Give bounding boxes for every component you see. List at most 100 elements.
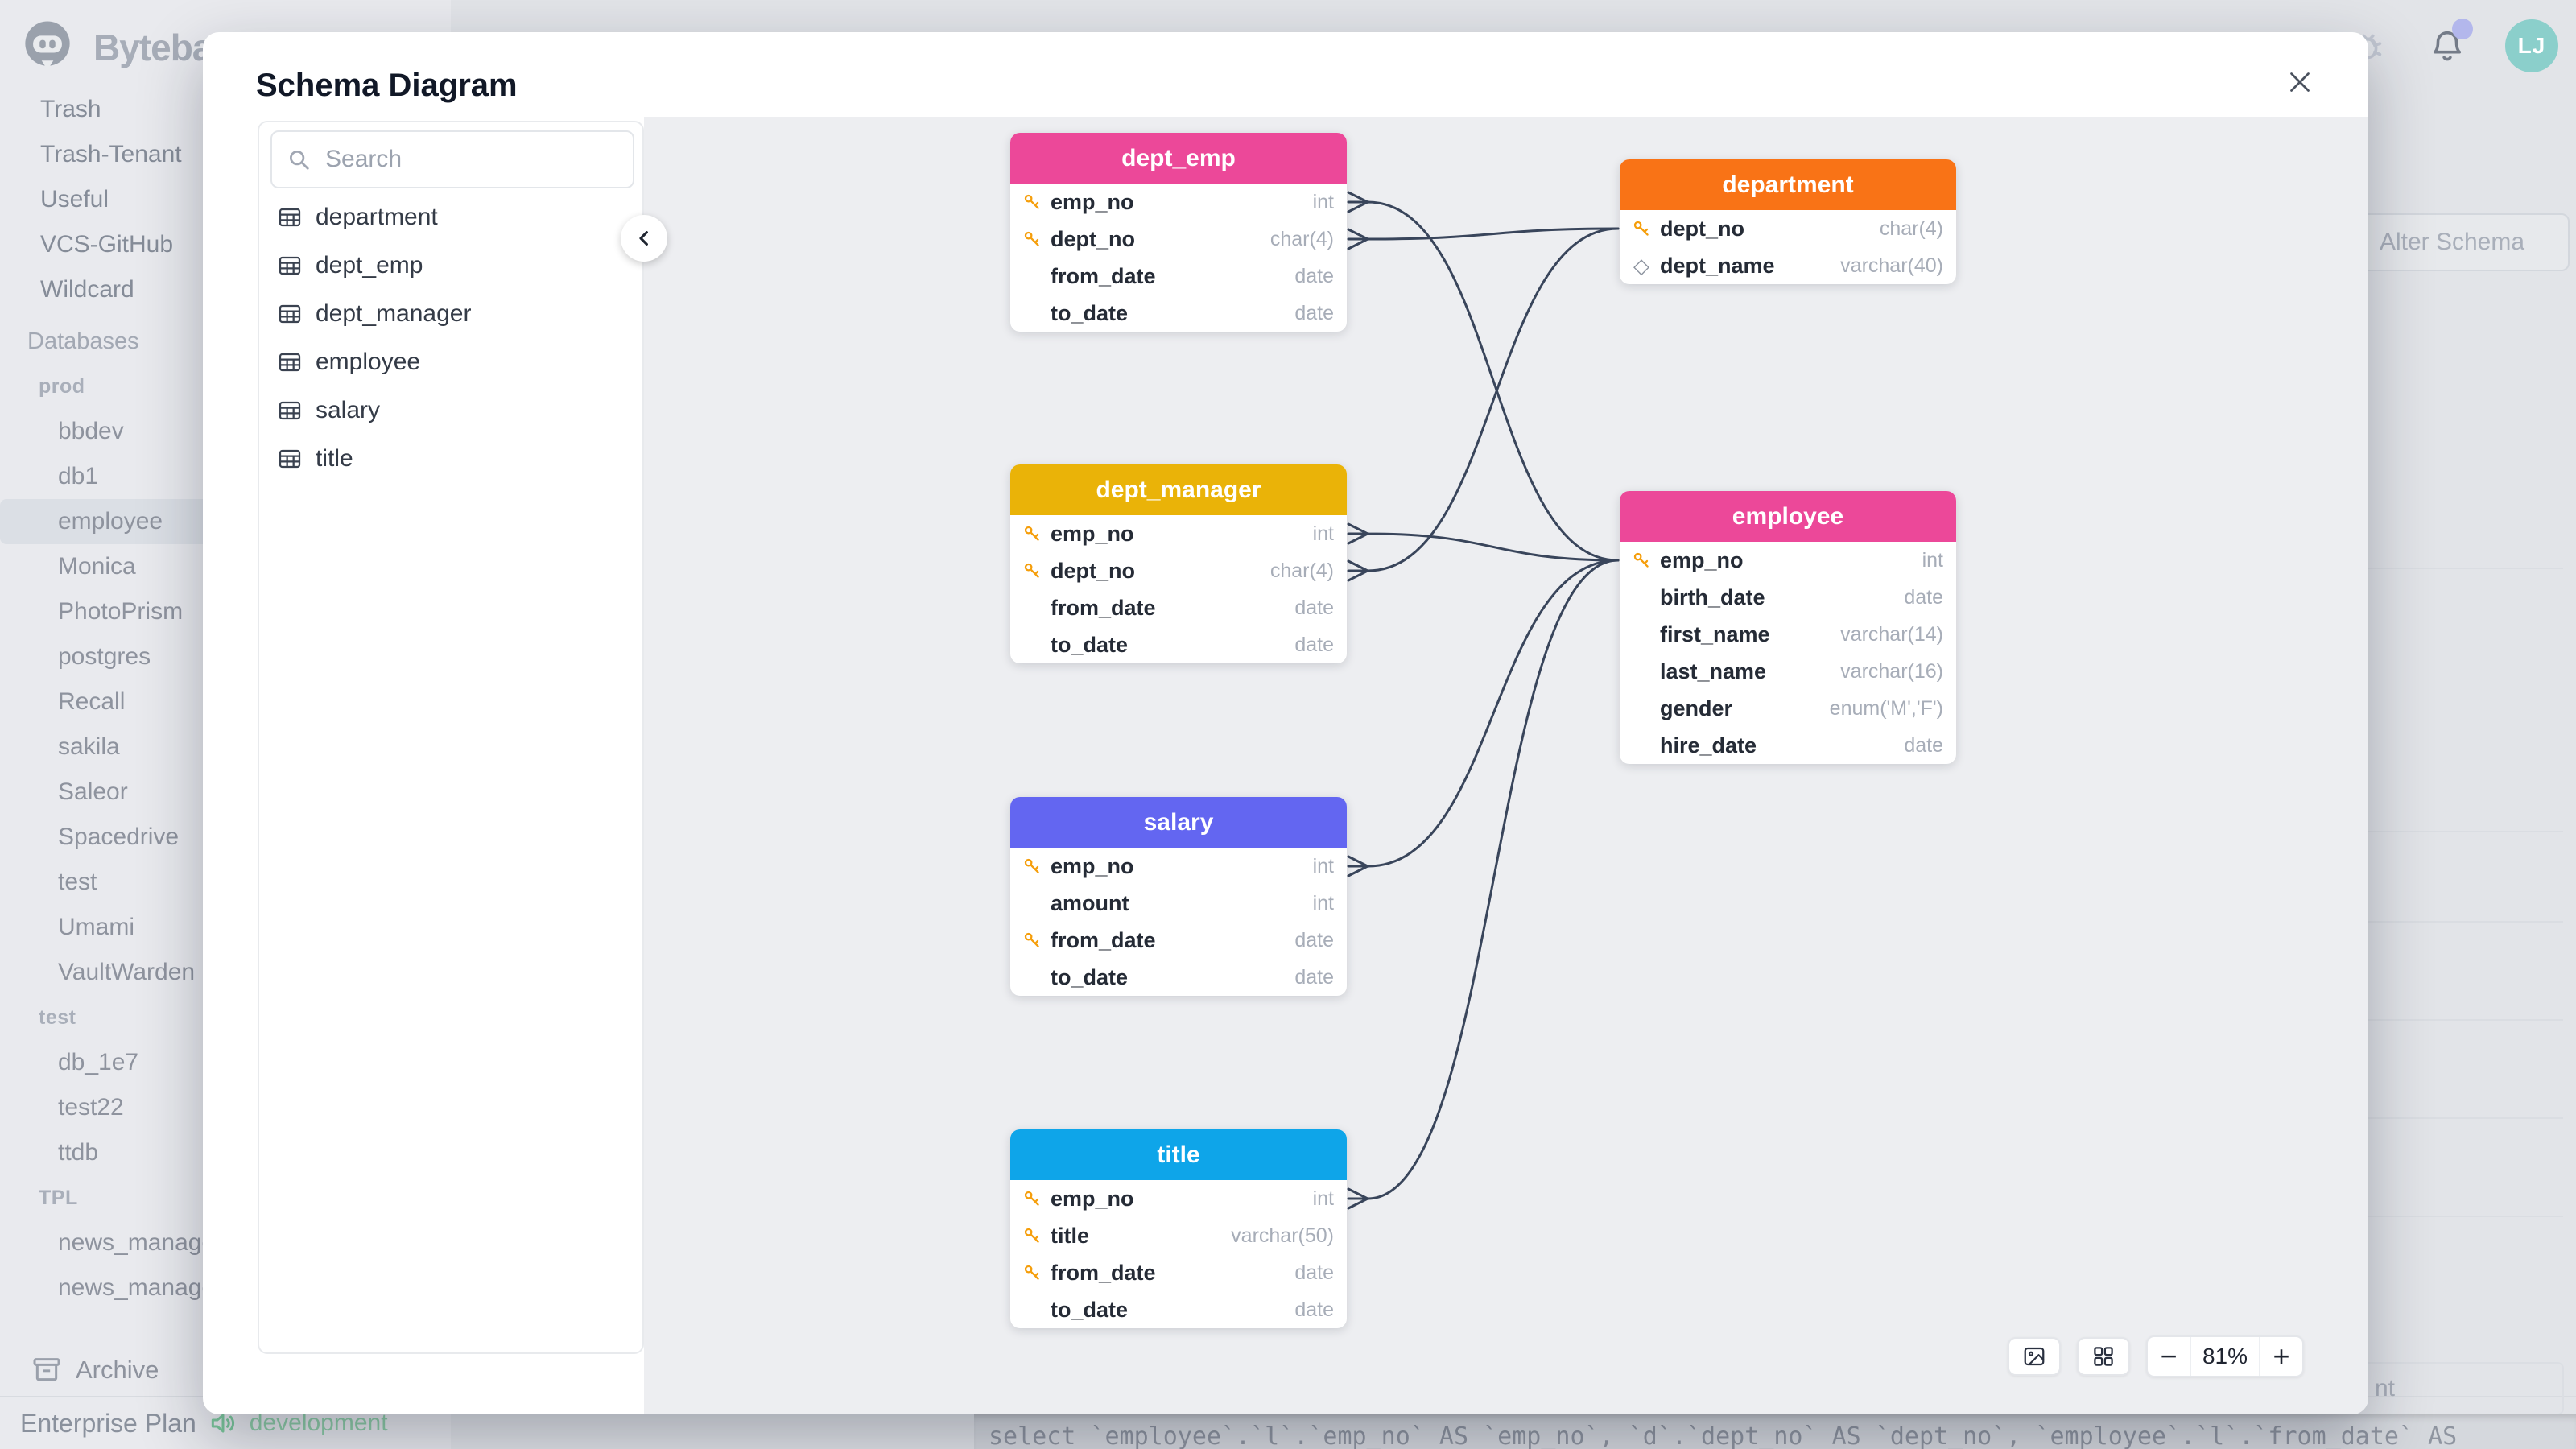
diagram-table-header[interactable]: title (1010, 1129, 1347, 1180)
sidebar-item-bbdev[interactable]: bbdev (58, 418, 124, 444)
notifications-bell-icon[interactable] (2426, 19, 2473, 67)
sidebar-item-umami[interactable]: Umami (58, 914, 134, 940)
sidebar-item-test[interactable]: test (58, 869, 97, 895)
zoom-out-button[interactable]: − (2160, 1340, 2178, 1373)
table-list-label: dept_manager (316, 300, 472, 327)
table-list-item-dept-emp[interactable]: dept_emp (259, 242, 642, 290)
sidebar-item-test22[interactable]: test22 (58, 1094, 124, 1121)
column-name: dept_no (1051, 558, 1135, 583)
zoom-in-button[interactable]: + (2273, 1340, 2290, 1373)
column-type: date (1294, 965, 1334, 989)
table-list-label: salary (316, 397, 381, 423)
alter-schema-button[interactable]: Alter Schema (2334, 213, 2570, 271)
announcement-speaker-icon (211, 1414, 234, 1433)
empty-icon-slot (1020, 301, 1044, 325)
sidebar-item-postgres[interactable]: postgres (58, 643, 151, 670)
search-input[interactable] (270, 130, 634, 188)
sidebar-item-wildcard[interactable]: Wildcard (40, 276, 134, 303)
column-name: to_date (1051, 300, 1129, 325)
background-row-divider (2368, 831, 2563, 832)
column-name: from_date (1051, 1260, 1156, 1285)
image-icon (2024, 1347, 2045, 1366)
relationship-edge-dept-manager-employee (1347, 522, 1620, 562)
index-icon-slot: ◇ (1629, 254, 1653, 278)
column-type: int (1312, 522, 1334, 545)
search-icon (290, 151, 309, 170)
auto-layout-button[interactable] (2077, 1337, 2130, 1376)
close-icon[interactable] (2284, 66, 2316, 98)
sidebar-item-photoprism[interactable]: PhotoPrism (58, 598, 184, 625)
table-list-item-department[interactable]: department (259, 193, 642, 242)
diagram-table-header[interactable]: dept_emp (1010, 133, 1347, 184)
key-icon-slot (1020, 559, 1044, 583)
key-icon-slot (1020, 227, 1044, 251)
table-list-item-title[interactable]: title (259, 435, 642, 483)
topbar-actions: LJ (2347, 19, 2558, 72)
column-type: date (1294, 633, 1334, 656)
empty-icon-slot (1629, 622, 1653, 646)
sidebar-item-news-manage[interactable]: news_manage (58, 1274, 216, 1301)
primary-key-icon (1024, 563, 1039, 578)
empty-icon-slot (1020, 891, 1044, 915)
diagram-table-header[interactable]: dept_manager (1010, 464, 1347, 515)
table-list-item-salary[interactable]: salary (259, 386, 642, 435)
export-image-button[interactable] (2008, 1337, 2061, 1376)
table-icon (279, 256, 301, 275)
archive-box-icon (33, 1358, 60, 1381)
sidebar-item-db-1e7[interactable]: db_1e7 (58, 1049, 139, 1075)
sidebar-item-spacedrive[interactable]: Spacedrive (58, 824, 180, 850)
sidebar-item-db1[interactable]: db1 (58, 463, 99, 489)
table-list-item-employee[interactable]: employee (259, 338, 642, 386)
sidebar-item-monica[interactable]: Monica (58, 553, 136, 580)
column-name: dept_name (1660, 253, 1775, 278)
sidebar-item-vaultwarden[interactable]: VaultWarden (58, 959, 196, 985)
avatar[interactable]: LJ (2505, 19, 2558, 72)
sidebar-item-employee[interactable]: employee (0, 499, 209, 544)
column-type: int (1312, 190, 1334, 213)
sidebar-item-vcs-github[interactable]: VCS-GitHub (40, 231, 174, 258)
sidebar-item-trash[interactable]: Trash (40, 96, 101, 122)
sidebar-item-archive[interactable]: Archive (31, 1354, 159, 1386)
column-type: int (1922, 548, 1943, 572)
diagram-table-header[interactable]: salary (1010, 797, 1347, 848)
column-type: varchar(40) (1840, 254, 1943, 277)
table-list-item-dept-manager[interactable]: dept_manager (259, 290, 642, 338)
sidebar-item-useful[interactable]: Useful (40, 186, 109, 213)
diagram-table-header[interactable]: department (1620, 159, 1956, 210)
modal-title: Schema Diagram (256, 68, 518, 103)
sidebar-item-saleor[interactable]: Saleor (58, 778, 128, 805)
column-type: date (1294, 1298, 1334, 1321)
primary-key-icon (1024, 932, 1039, 947)
empty-icon-slot (1629, 733, 1653, 758)
empty-icon-slot (1629, 659, 1653, 683)
sidebar-item-sakila[interactable]: sakila (58, 733, 120, 760)
sidebar-item-trash-tenant[interactable]: Trash-Tenant (40, 141, 182, 167)
primary-key-icon (1024, 1191, 1039, 1206)
column-type: enum('M','F') (1829, 696, 1943, 720)
table-icon (279, 401, 301, 420)
sidebar-item-news-manage[interactable]: news_manage (58, 1229, 216, 1256)
empty-icon-slot (1629, 585, 1653, 609)
sidebar-item-ttdb[interactable]: ttdb (58, 1139, 99, 1166)
relationship-edge-title-employee (1347, 559, 1620, 1210)
column-name: to_date (1051, 632, 1129, 657)
diagram-table-header[interactable]: employee (1620, 491, 1956, 542)
collapse-panel-button[interactable] (621, 215, 667, 262)
zoom-level: 81% (2190, 1337, 2260, 1376)
key-icon-slot (1020, 928, 1044, 952)
sidebar-item-recall[interactable]: Recall (58, 688, 126, 715)
relationship-edge-dept-emp-department (1347, 227, 1620, 250)
